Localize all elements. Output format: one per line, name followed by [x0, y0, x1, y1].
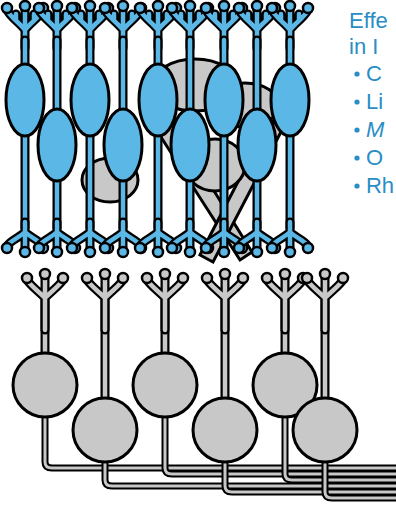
- heading-text: Effe: [349, 10, 388, 32]
- ganglion-cell: [293, 269, 357, 462]
- list-item: M: [366, 119, 384, 141]
- ganglion-cell: [253, 269, 317, 417]
- bullet-dots: [354, 71, 359, 188]
- ganglion-cell: [13, 269, 77, 417]
- bipolar-cell: [234, 1, 280, 257]
- bipolar-cell: [100, 1, 146, 257]
- bipolar-cell: [167, 1, 213, 257]
- ganglion-cells: [13, 269, 357, 462]
- bipolar-cells: [2, 1, 313, 257]
- list-item: O: [366, 147, 383, 169]
- ganglion-cell: [73, 269, 137, 462]
- ganglion-cell: [133, 269, 197, 417]
- list-item: Li: [366, 91, 383, 113]
- list-item: Rh: [366, 175, 394, 197]
- bipolar-cell: [267, 1, 313, 257]
- bipolar-cell: [34, 1, 80, 257]
- list-item: C: [366, 63, 382, 85]
- heading-text: in I: [349, 36, 378, 58]
- ganglion-cell: [193, 269, 257, 462]
